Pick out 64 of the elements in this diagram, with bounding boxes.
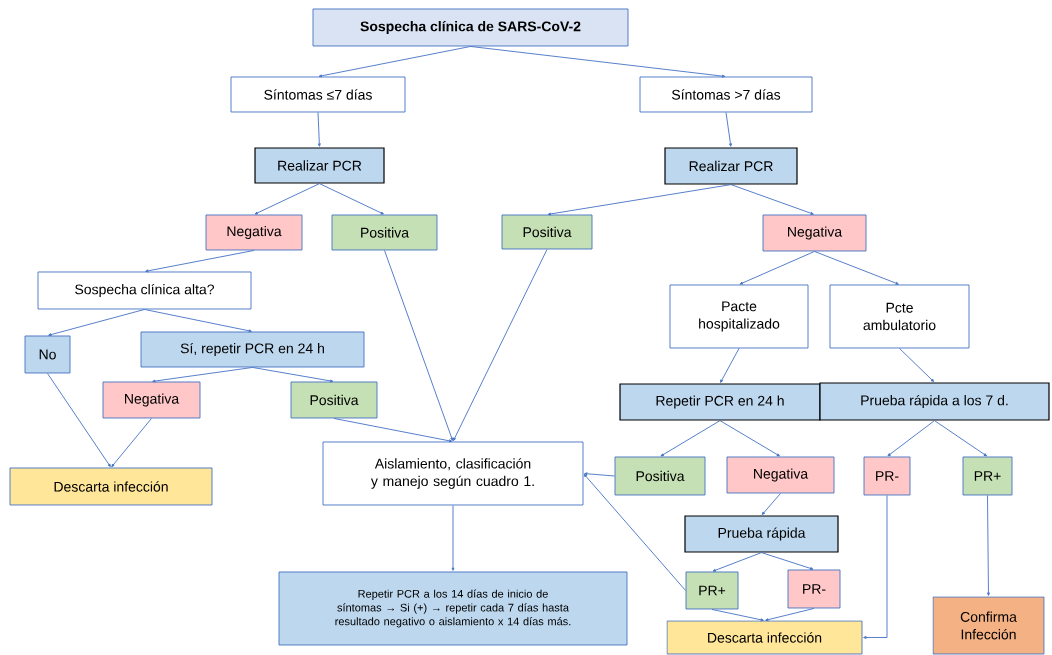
note-box: Repetir PCR a los 14 días de inicio de síntomas → Si (+) → repetir cada 7 días hasta resultado negativo o aislamiento x 14 días más. xyxy=(278,571,628,646)
action-box: Prueba rápida xyxy=(684,515,839,553)
arrow xyxy=(145,250,255,273)
title-box: Sospecha clínica de SARS-CoV-2 xyxy=(312,8,629,47)
action-box: Realizar PCR xyxy=(254,147,385,184)
condition-box: Pcte ambulatorio xyxy=(829,284,970,349)
condition-box: Pacte hospitalizado xyxy=(669,284,809,349)
arrow xyxy=(111,418,152,468)
result-box: PR- xyxy=(863,456,911,496)
arrow xyxy=(252,367,334,383)
result-box: Positiva xyxy=(331,214,438,251)
action-box: Repetir PCR en 24 h xyxy=(619,383,821,421)
arrow xyxy=(547,184,732,216)
arrow xyxy=(899,348,935,383)
question-box: Sospecha clínica alta? xyxy=(37,271,252,310)
arrow xyxy=(47,373,111,468)
arrow xyxy=(739,251,815,285)
arrow xyxy=(934,420,987,457)
result-box: PR- xyxy=(787,569,841,609)
arrow xyxy=(712,552,762,572)
action-box: Realizar PCR xyxy=(664,147,798,185)
result-box: PR+ xyxy=(962,456,1013,496)
result-box: Positiva xyxy=(501,214,593,250)
arrow xyxy=(987,495,990,596)
result-box: PR+ xyxy=(685,571,739,610)
result-box: Positiva xyxy=(290,381,378,419)
arrow xyxy=(319,183,384,215)
arrow xyxy=(318,46,471,78)
arrow xyxy=(725,112,732,147)
arrow xyxy=(584,472,615,477)
arrow xyxy=(887,420,935,457)
outcome-box: Confirma Infección xyxy=(932,596,1045,655)
arrow xyxy=(451,505,455,571)
arrow xyxy=(730,184,814,215)
condition-box: Síntomas ≤7 días xyxy=(230,76,406,113)
answer-box: No xyxy=(24,335,71,374)
result-box: Negativa xyxy=(762,214,867,252)
arrow xyxy=(720,348,740,383)
result-box: Negativa xyxy=(205,214,303,251)
arrow xyxy=(384,250,454,441)
arrow xyxy=(660,420,721,457)
arrow xyxy=(761,552,814,570)
action-box: Prueba rápida a los 7 d. xyxy=(819,382,1050,421)
arrow xyxy=(761,493,781,515)
arrow xyxy=(152,367,253,383)
arrow xyxy=(48,309,145,336)
arrow xyxy=(814,251,899,285)
outcome-box: Descarta infección xyxy=(9,467,213,506)
arrow xyxy=(863,495,888,639)
action-box: Aislamiento, clasificación y manejo según cuadro 1. xyxy=(322,441,584,506)
arrow xyxy=(333,418,453,443)
result-box: Negativa xyxy=(726,456,835,494)
arrow xyxy=(317,112,321,147)
outcome-box: Descarta infección xyxy=(666,620,863,655)
arrow xyxy=(470,46,726,78)
arrow xyxy=(144,309,252,333)
result-box: Negativa xyxy=(102,381,201,419)
arrow xyxy=(453,249,548,441)
result-box: Positiva xyxy=(614,456,706,496)
condition-box: Síntomas >7 días xyxy=(639,76,813,113)
answer-box: Sí, repetir PCR en 24 h xyxy=(140,331,365,368)
arrow xyxy=(719,420,780,457)
arrow xyxy=(254,183,320,215)
arrow xyxy=(583,473,686,591)
